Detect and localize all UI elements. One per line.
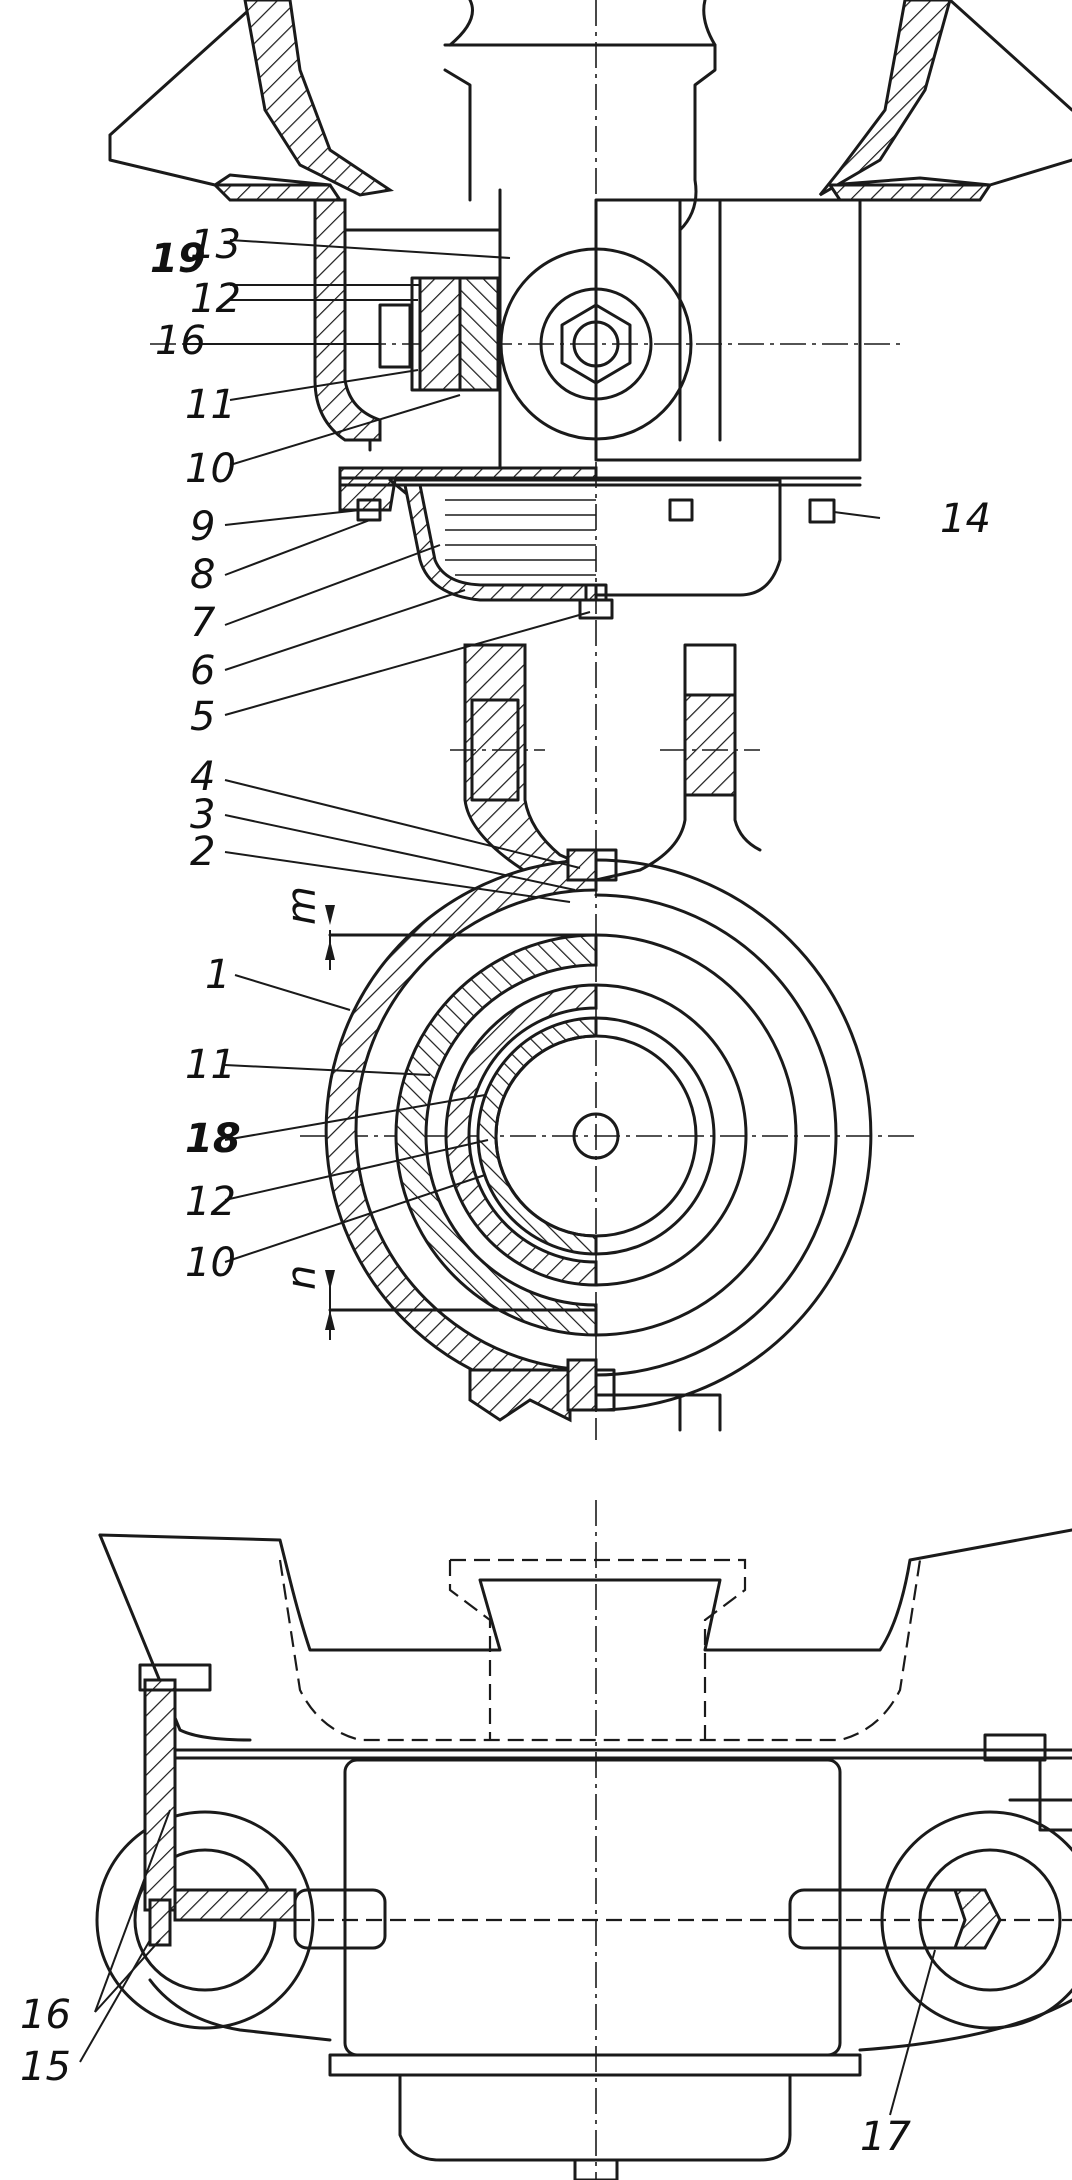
right-pin-thread (952, 1888, 1002, 1950)
label-3: 3 (190, 792, 215, 838)
right-pin-outer (880, 1810, 1072, 2030)
cover-bolt-right (808, 498, 836, 524)
bottom-frame-left (98, 1533, 252, 1742)
frame-right-flange (827, 183, 993, 202)
housing-right-inner (594, 893, 838, 1377)
housing-right-outer (594, 858, 873, 1412)
label-16-bottom: 16 (20, 1992, 71, 2038)
bottom-elevation-view (95, 1500, 1072, 2180)
bottom-skirt (148, 1978, 1072, 2052)
oil-pan-bottom (398, 2073, 792, 2162)
axle-box-body (343, 1758, 842, 2057)
bushing-19 (410, 276, 422, 392)
cover-bolt-mid (668, 498, 694, 522)
label-4: 4 (190, 754, 215, 800)
top-bolt-4 (566, 848, 598, 882)
bottom-drain-plug (573, 2158, 619, 2180)
label-7: 7 (190, 600, 216, 646)
bottom-journal-hidden (448, 1558, 747, 1740)
cover-flange (328, 2053, 862, 2077)
oil-pan-right (594, 478, 782, 597)
housing-right-body (594, 198, 862, 462)
frame-right-web (818, 0, 952, 197)
left-lube-tube-16 (143, 1678, 177, 1912)
left-plug-15 (148, 1898, 172, 1947)
bottom-frame-outline (98, 1528, 1072, 1652)
axle-end-inner (539, 287, 653, 401)
label-17: 17 (860, 2114, 911, 2160)
dim-n-arrow-top (325, 1270, 335, 1290)
oil-level-lines (445, 499, 596, 576)
bottom-bolt (566, 1358, 598, 1412)
label-9: 9 (190, 504, 215, 550)
left-pin-stub (293, 1888, 387, 1950)
bottom-frame-inner-hidden (278, 1559, 922, 1742)
oil-bath-lid (338, 466, 598, 512)
top-section-view (108, 0, 1072, 620)
right-lube-cap (983, 1733, 1047, 1762)
frame-left-web (243, 0, 394, 197)
axle-end-circle (499, 247, 693, 441)
right-pin-inner (918, 1848, 1062, 1992)
callout-leaders (79, 239, 936, 2116)
label-19: 19 (150, 236, 206, 282)
dim-m-arrow-bottom (325, 940, 335, 960)
ring-11-right (594, 933, 798, 1337)
axle-journal-top-cap (448, 0, 717, 47)
oil-pan-wall (403, 483, 598, 602)
label-16-top: 16 (155, 318, 206, 364)
bottom-lug-right (594, 1393, 722, 1432)
label-2: 2 (190, 829, 215, 875)
frame-left-flange (211, 183, 343, 202)
left-lube-cap (138, 1663, 212, 1692)
fork-arm-right (594, 643, 762, 882)
bottom-bolt-head (594, 1368, 616, 1412)
label-dim-n: n (279, 1265, 325, 1290)
ring-10-right (594, 1016, 716, 1256)
bushing-11 (458, 276, 500, 392)
frame-outline-right (828, 0, 1072, 187)
fork-arm-right-slot (683, 693, 737, 797)
axle-nut-hex (560, 303, 632, 385)
callout-labels: 19 13 12 16 11 10 9 8 7 6 5 14 4 3 2 1 1… (20, 222, 991, 2160)
axle-liner-16 (378, 303, 412, 369)
ring-12-right (594, 983, 748, 1287)
label-14: 14 (940, 496, 991, 542)
left-pin-outer (95, 1810, 315, 2030)
axle-section-circle (494, 1034, 698, 1238)
left-lube-tube-horizontal (173, 1888, 297, 1922)
bushing-12 (418, 276, 462, 392)
label-12-mid: 12 (185, 1179, 236, 1225)
label-10-mid: 10 (185, 1240, 236, 1286)
label-13: 13 (190, 222, 241, 268)
label-8: 8 (190, 552, 215, 598)
housing-left-wall (313, 198, 382, 442)
label-1: 1 (205, 952, 230, 998)
axle-journal-top (443, 43, 717, 232)
label-11-mid: 11 (185, 1042, 236, 1088)
label-6: 6 (190, 648, 215, 694)
axle-nut-bore (572, 320, 620, 368)
drain-plug-body (584, 583, 608, 602)
label-15: 15 (20, 2044, 71, 2090)
dim-n-arrow-bottom (325, 1310, 335, 1330)
axle-center-hole (572, 1112, 620, 1160)
label-10-top: 10 (185, 446, 236, 492)
label-18: 18 (185, 1116, 241, 1162)
label-11-top: 11 (185, 382, 236, 428)
top-bolt-head (594, 848, 618, 882)
label-5: 5 (190, 694, 215, 740)
label-dim-m: m (279, 886, 325, 925)
label-12-top: 12 (190, 276, 241, 322)
dim-m-arrow-top (325, 905, 335, 925)
bottom-lug-left (468, 1368, 572, 1423)
middle-section-view (300, 620, 920, 1440)
